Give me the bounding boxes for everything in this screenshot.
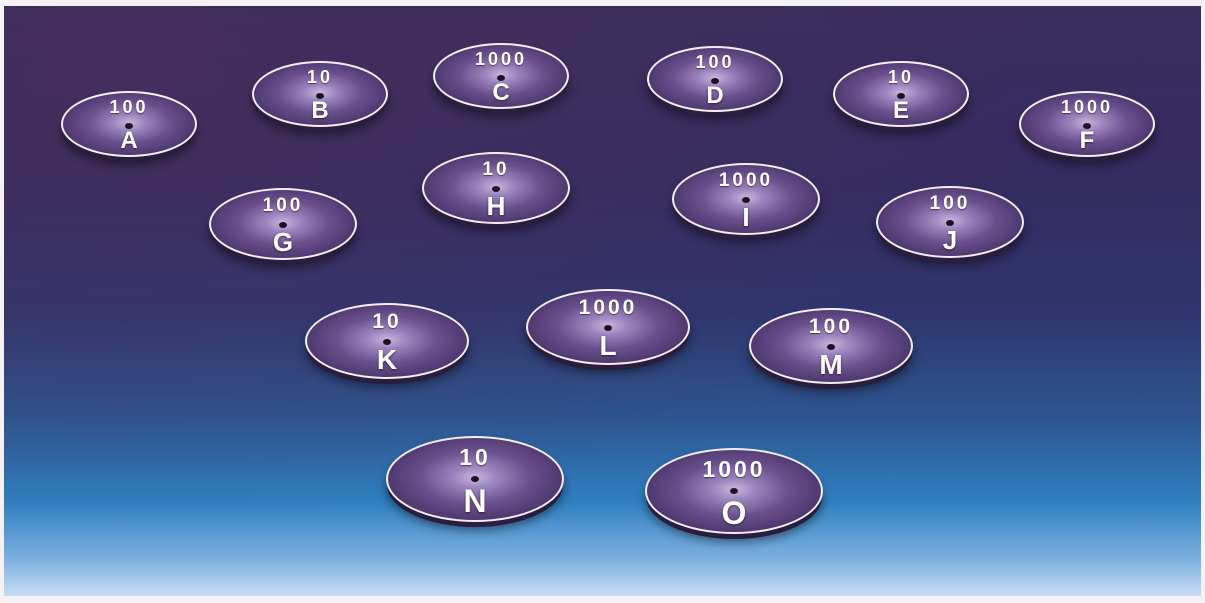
disc-o: 1000 O [645,448,823,534]
disc-a: 100 A [61,91,197,157]
disc-e: 10 E [833,61,969,127]
disc-n: 10 N [386,436,564,522]
disc-l: 1000 L [526,289,690,365]
disc-value: 10 [388,444,562,471]
disc-value: 1000 [1021,97,1153,118]
disc-value: 100 [63,97,195,118]
disc-h: 10 H [422,152,570,224]
disc-letter: D [649,82,781,110]
disc-letter: O [647,495,821,532]
disc-letter: A [63,127,195,155]
disc-value: 10 [254,67,386,88]
disc-letter: E [835,97,967,125]
disc-j: 100 J [876,186,1024,258]
disc-letter: L [528,330,688,362]
disc-value: 10 [307,310,467,334]
disc-letter: K [307,344,467,376]
disc-b: 10 B [252,61,388,127]
disc-hole [730,488,738,494]
disc-g: 100 G [209,188,357,260]
disc-letter: I [674,202,818,233]
disc-i: 1000 I [672,163,820,235]
disc-c: 1000 C [433,43,569,109]
disc-value: 100 [878,193,1022,215]
disc-f: 1000 F [1019,91,1155,157]
disc-letter: C [435,79,567,107]
disc-value: 100 [751,315,911,339]
disc-hole [471,476,479,482]
disc-letter: G [211,227,355,258]
disc-letter: N [388,483,562,520]
disc-value: 1000 [528,296,688,320]
disc-value: 10 [424,159,568,181]
disc-value: 10 [835,67,967,88]
disc-d: 100 D [647,46,783,112]
disc-value: 1000 [674,170,818,192]
disc-letter: F [1021,127,1153,155]
disc-value: 100 [649,52,781,73]
disc-m: 100 M [749,308,913,384]
disc-letter: H [424,191,568,222]
disc-value: 100 [211,195,355,217]
disc-k: 10 K [305,303,469,379]
disc-letter: J [878,225,1022,256]
disc-letter: B [254,97,386,125]
disc-value: 1000 [435,49,567,70]
disc-value: 1000 [647,456,821,483]
disc-scene: 100 A 10 B 1000 C 100 D 10 E 1000 F 100 … [4,6,1201,596]
disc-letter: M [751,349,911,381]
